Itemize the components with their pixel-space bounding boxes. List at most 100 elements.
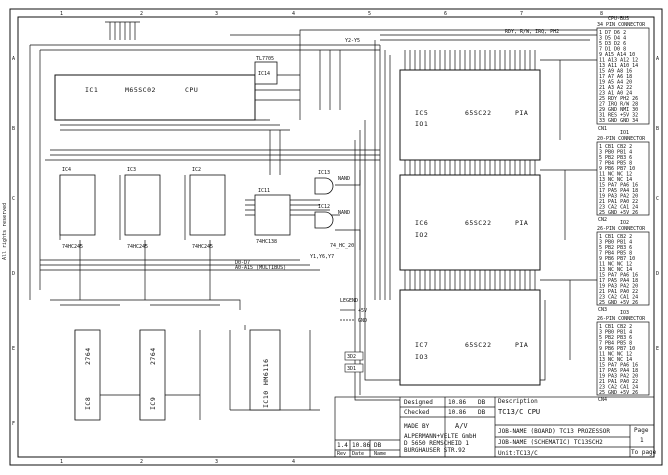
connector-pin-row: 19 PA3 PA2 20 bbox=[599, 194, 638, 200]
outer-frame bbox=[9, 8, 663, 466]
chip-part: TL7705 bbox=[256, 56, 274, 62]
connector-pin-row: 3 PB0 PB1 4 bbox=[599, 240, 632, 246]
row-marker: D bbox=[656, 271, 659, 277]
connector-pin-row: 11 NC NC 12 bbox=[599, 172, 632, 178]
page-label: Page bbox=[634, 427, 649, 434]
unit-label: Unit:TC13/C bbox=[498, 450, 538, 457]
connector-pin-row: 25 GND +5V 26 bbox=[599, 300, 638, 306]
connector-pin-row: 7 D1 D0 8 bbox=[599, 47, 626, 53]
connector-title: IO3 bbox=[620, 310, 629, 316]
row-marker: E bbox=[12, 346, 15, 352]
connector-title: CPU-BUS bbox=[608, 16, 629, 22]
chip-ic3: IC3 74HC245 bbox=[124, 167, 161, 250]
net-label: Y2-Y5 bbox=[345, 38, 360, 44]
net-label: RDY, R/W, IRQ, PH2 bbox=[505, 29, 559, 35]
rights-note: All rights reserved bbox=[2, 203, 8, 260]
row-marker: B bbox=[656, 126, 659, 132]
connector-pin-row: 3 PB0 PB1 4 bbox=[599, 330, 632, 336]
connector-pin-row: 3 PB0 PB1 4 bbox=[599, 150, 632, 156]
column-markers-bottom: 1 2 3 4 bbox=[60, 459, 295, 465]
connector-pin-row: 23 A1 A0 24 bbox=[599, 91, 632, 97]
job-name-2: JOB-NAME (SCHEMATIC) TC13SCH2 bbox=[498, 439, 603, 446]
chip-func: CPU bbox=[185, 86, 198, 94]
title-block-text: Designed 10.86 DB Checked 10.86 DB MADE … bbox=[337, 398, 657, 457]
connector-pin-row: 23 CA2 CA1 24 bbox=[599, 205, 638, 211]
connector-io2: IO2 26-PIN CONNECTOR 1 CB1 CB2 23 PB0 PB… bbox=[596, 220, 650, 313]
chip-part: 65SC22 bbox=[465, 109, 491, 117]
connector-cpu-bus: CPU-BUS 34 PIN CONNECTOR 1 D7 D6 23 D5 D… bbox=[596, 16, 650, 132]
connector-pin-row: 13 NC NC 14 bbox=[599, 267, 632, 273]
made-by: MADE BY bbox=[404, 423, 430, 430]
connector-pin-row: 15 PA7 PA6 16 bbox=[599, 273, 638, 279]
connector-pin-row: 19 A5 A4 20 bbox=[599, 80, 632, 86]
col-marker: 1 bbox=[60, 11, 63, 17]
legend-title: LEGEND bbox=[340, 298, 358, 304]
row-marker: E bbox=[656, 346, 659, 352]
row-markers: A B C D E F A B C D E bbox=[12, 56, 659, 427]
connector-pin-row: 7 PB4 PB5 8 bbox=[599, 161, 632, 167]
chip-part: 74HC245 bbox=[192, 244, 213, 250]
connector-rows: 1 CB1 CB2 23 PB0 PB1 45 PB2 PB3 67 PB4 P… bbox=[599, 144, 638, 216]
connector-pin-row: 7 PB4 PB5 8 bbox=[599, 341, 632, 347]
connector-pin-row: 5 PB2 PB3 6 bbox=[599, 155, 632, 161]
connector-pin-row: 1 D7 D6 2 bbox=[599, 30, 626, 36]
chip-ic8-eprom: 2764 IC8 bbox=[74, 329, 101, 421]
column-markers-top: 1 2 3 4 5 6 7 8 bbox=[60, 11, 603, 17]
chip-note: 74_HC_20 bbox=[330, 243, 354, 249]
connector-subtitle: 20-PIN CONNECTOR bbox=[597, 136, 646, 142]
chip-ic1-cpu: IC1 M65SC02 CPU bbox=[54, 74, 256, 121]
chip-ic9-eprom: 2764 IC9 bbox=[139, 329, 166, 421]
chip-ref: IC3 bbox=[127, 167, 136, 173]
connector-footer: CN2 bbox=[598, 217, 607, 223]
col-marker: 6 bbox=[444, 11, 447, 17]
row-marker: D bbox=[12, 271, 15, 277]
col-marker: 2 bbox=[140, 11, 143, 17]
chip-ref: IC10 bbox=[262, 390, 270, 408]
col-marker: 7 bbox=[520, 11, 523, 17]
net-label: Y1,Y6,Y7 bbox=[310, 254, 334, 260]
gnd-box: 3D2 bbox=[347, 354, 356, 360]
legend-vcc: +5V bbox=[358, 308, 367, 314]
col-marker: 4 bbox=[292, 459, 295, 465]
net-label: D0-D7 bbox=[235, 260, 250, 266]
chip-func: PIA bbox=[515, 109, 528, 117]
chip-ref: IC4 bbox=[62, 167, 71, 173]
connector-pin-row: 17 PA5 PA4 18 bbox=[599, 188, 638, 194]
col-marker: 5 bbox=[368, 11, 371, 17]
chip-part: NAND bbox=[338, 176, 350, 182]
col-marker: 4 bbox=[292, 11, 295, 17]
row-marker: F bbox=[12, 421, 15, 427]
connector-pin-row: 23 CA2 CA1 24 bbox=[599, 295, 638, 301]
connector-title: IO2 bbox=[620, 220, 629, 226]
to-page: To page bbox=[631, 449, 657, 456]
chip-part: 74HC245 bbox=[62, 244, 83, 250]
title-block bbox=[334, 396, 655, 458]
chip-func: PIA bbox=[515, 341, 528, 349]
legend: LEGEND +5V GND 3D2 3D1 bbox=[340, 298, 367, 373]
chip-ref: IC6 bbox=[415, 219, 428, 227]
col-marker: 3 bbox=[215, 459, 218, 465]
connector-pin-row: 1 CB1 CB2 2 bbox=[599, 324, 632, 330]
rev-date: 10.86 bbox=[352, 442, 370, 449]
company-address-1: D 5650 REMSCHEID 1 bbox=[404, 440, 469, 447]
chip-ref: IC8 bbox=[84, 397, 92, 410]
connector-pin-row: 19 PA3 PA2 20 bbox=[599, 284, 638, 290]
chip-ref: IC9 bbox=[149, 397, 157, 410]
connector-pin-row: 15 A9 A8 16 bbox=[599, 69, 632, 75]
connector-rows: 1 CB1 CB2 23 PB0 PB1 45 PB2 PB3 67 PB4 P… bbox=[599, 234, 638, 306]
chip-ref: IC5 bbox=[415, 109, 428, 117]
chip-ic7-pia: IC7 IO3 65SC22 PIA bbox=[399, 289, 541, 386]
connector-pin-row: 29 GND NMI 30 bbox=[599, 107, 638, 113]
connector-title: IO1 bbox=[620, 130, 629, 136]
connector-pin-row: 27 IRQ R/W 28 bbox=[599, 102, 638, 108]
description: TC13/C CPU bbox=[498, 408, 540, 416]
chip-part: 65SC22 bbox=[465, 219, 491, 227]
row-marker: A bbox=[12, 56, 15, 62]
chip-ref: IC11 bbox=[258, 188, 270, 194]
page-number: 1 bbox=[640, 437, 644, 444]
connector-pin-row: 5 PB2 PB3 6 bbox=[599, 335, 632, 341]
designed-label: Designed bbox=[404, 399, 433, 406]
rev-header: Rev bbox=[337, 451, 346, 457]
chip-ref: IC1 bbox=[85, 86, 98, 94]
